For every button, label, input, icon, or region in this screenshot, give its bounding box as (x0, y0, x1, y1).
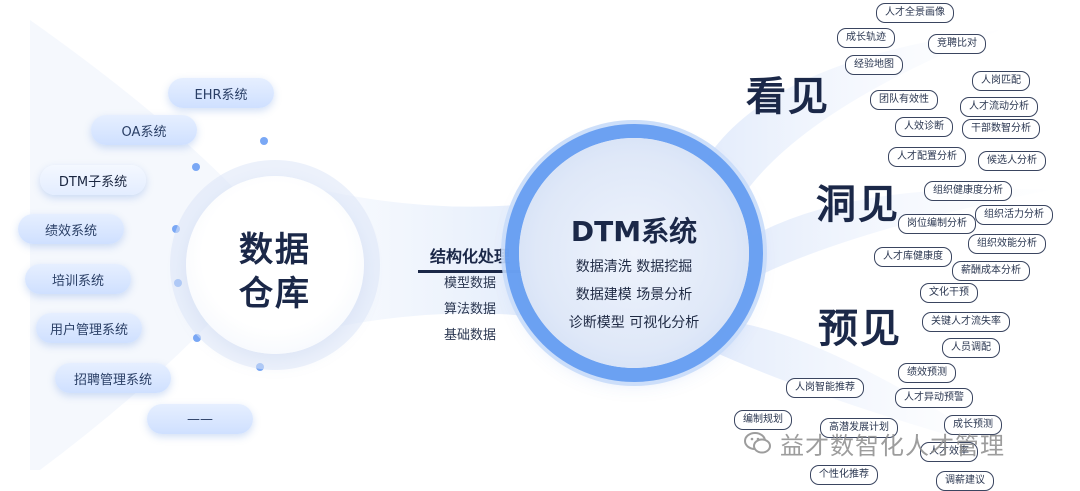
warehouse-title: 数据 仓库 (186, 228, 364, 316)
tag-talent-portrait: 人才全景画像 (876, 3, 954, 23)
warehouse-line1: 数据 (239, 230, 311, 270)
connector-dot (256, 363, 264, 371)
category-insight: 洞见 (816, 182, 900, 228)
tag-talent-flow: 人才流动分析 (960, 97, 1038, 117)
tag-org-vitality: 组织活力分析 (975, 205, 1053, 225)
dtm-circle (519, 138, 749, 368)
tag-growth-forecast: 成长预测 (944, 415, 1002, 435)
source-user-mgmt: 用户管理系统 (36, 313, 142, 343)
tag-high-potential: 高潜发展计划 (820, 418, 898, 438)
connector-dot (260, 137, 268, 145)
tag-salary-cost: 薪酬成本分析 (952, 261, 1030, 281)
dtm-title: DTM系统 (570, 215, 698, 248)
tag-growth-track: 成长轨迹 (837, 28, 895, 48)
dtm-function-line: 数据清洗 数据挖掘 (575, 259, 693, 275)
source-ehr: EHR系统 (168, 78, 274, 108)
source-more: —— (147, 404, 253, 434)
source-dtm-sub: DTM子系统 (40, 165, 146, 195)
warehouse-circle (186, 176, 364, 354)
tag-org-health: 组织健康度分析 (924, 181, 1012, 201)
category-foresee: 预见 (818, 306, 902, 352)
tag-quota-planning: 编制规划 (734, 410, 792, 430)
dtm-function-line: 数据建模 场景分析 (575, 287, 693, 303)
connector-dot (193, 334, 201, 342)
tag-talent-alert: 人才异动预警 (895, 388, 973, 408)
tag-talent-efficiency: 人才效率 (920, 442, 978, 462)
warehouse-line2: 仓库 (239, 274, 311, 314)
tag-candidate-analysis: 候选人分析 (978, 151, 1046, 171)
tag-personal-recommend: 个性化推荐 (810, 465, 878, 485)
tag-staff-transfer: 人员调配 (942, 338, 1000, 358)
tag-job-recommend: 人岗智能推荐 (786, 378, 864, 398)
tag-performance-forecast: 绩效预测 (898, 363, 956, 383)
tag-talent-pool-health: 人才库健康度 (874, 247, 952, 267)
connector-dot (174, 279, 182, 287)
tag-compete-compare: 竞聘比对 (928, 34, 986, 54)
wechat-icon (744, 432, 771, 454)
tag-efficiency-diagnosis: 人效诊断 (895, 117, 953, 137)
processing-title: 结构化处理 (418, 243, 522, 273)
connector-dot (172, 225, 180, 233)
tag-job-match: 人岗匹配 (972, 71, 1030, 91)
source-training: 培训系统 (25, 264, 131, 294)
connector-dot (192, 163, 200, 171)
processing-item: 算法数据 (443, 302, 496, 317)
category-see: 看见 (746, 74, 830, 120)
source-oa: OA系统 (91, 115, 197, 145)
processing-item: 基础数据 (443, 328, 496, 343)
source-performance: 绩效系统 (18, 214, 124, 244)
dtm-function-line: 诊断模型 可视化分析 (568, 315, 700, 331)
tag-culture-intervention: 文化干预 (920, 283, 978, 303)
tag-talent-allocation: 人才配置分析 (888, 147, 966, 167)
processing-item: 模型数据 (443, 276, 496, 291)
watermark-text: 益才数智化人才管理 (780, 431, 1005, 460)
tag-team-effectiveness: 团队有效性 (870, 90, 938, 110)
tag-org-efficiency: 组织效能分析 (968, 234, 1046, 254)
tag-experience-map: 经验地图 (845, 55, 903, 75)
tag-key-talent-loss: 关键人才流失率 (922, 312, 1010, 332)
tag-salary-advice: 调薪建议 (936, 471, 994, 491)
source-recruit: 招聘管理系统 (55, 363, 171, 393)
tag-position-quota: 岗位编制分析 (898, 214, 976, 234)
watermark: 益才数智化人才管理 (744, 427, 1005, 460)
tag-cadre-analysis: 干部数智分析 (962, 119, 1040, 139)
